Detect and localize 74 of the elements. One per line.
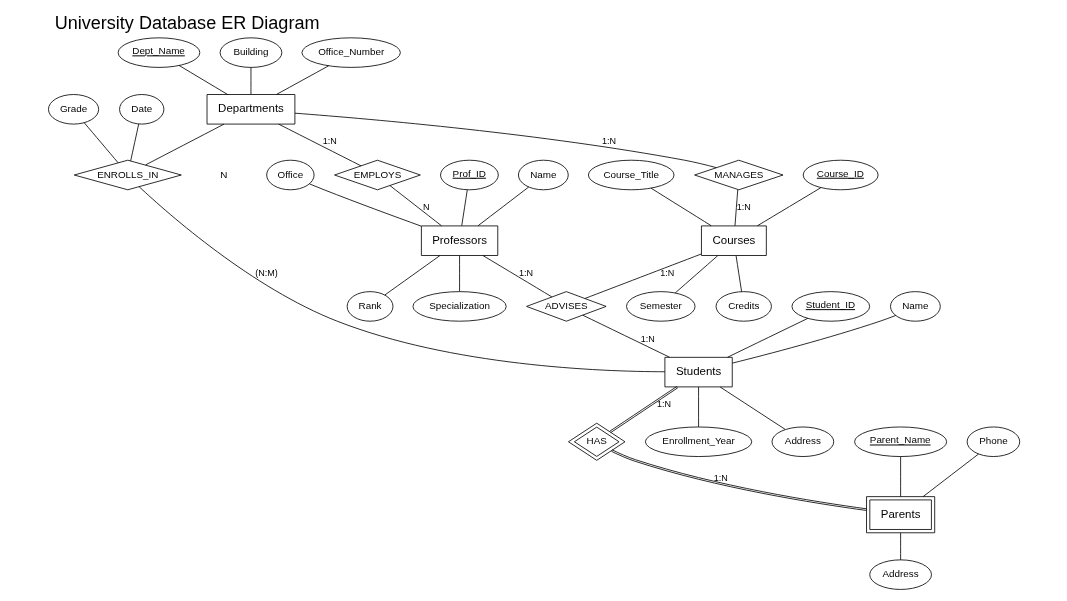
connector	[275, 65, 329, 95]
connector	[250, 67, 251, 95]
connector	[129, 123, 139, 162]
connector	[899, 532, 901, 561]
node-ellipse: Office_Number	[301, 37, 401, 68]
connector	[608, 385, 678, 433]
node-ellipse: Credits	[715, 291, 772, 322]
node-box: Students	[664, 356, 733, 388]
edge-label: N	[422, 202, 430, 213]
node-ellipse: Address	[771, 426, 834, 457]
node-ellipse: Rank	[346, 291, 393, 322]
connector	[477, 186, 529, 227]
connector	[726, 317, 808, 358]
node-ellipse: Student_ID	[791, 291, 870, 322]
node-ellipse: Address	[868, 559, 932, 590]
node-ellipse: Course_Title	[587, 159, 674, 191]
node-ellipse: Enrollment_Year	[644, 426, 752, 457]
connector	[756, 187, 821, 227]
edge-label: (N:M)	[254, 267, 278, 278]
connector	[922, 453, 979, 497]
edge-label: 1:N	[601, 136, 616, 147]
node-ellipse: Course_ID	[802, 159, 879, 191]
node-diamond: ADVISES	[525, 291, 607, 322]
connector	[460, 189, 468, 227]
label: N	[219, 168, 227, 180]
node-diamond: HAS	[567, 422, 625, 461]
edge-label: 1:N	[713, 472, 728, 483]
connector	[482, 255, 552, 298]
node-ellipse: Specialization	[412, 291, 507, 322]
connector	[731, 315, 896, 364]
connector	[650, 187, 712, 227]
connector	[674, 255, 718, 294]
connector	[144, 123, 224, 166]
edge-label: 1:N	[656, 399, 671, 410]
node-ellipse: Building	[219, 37, 282, 68]
node-diamond: ENROLLS_IN	[73, 159, 182, 191]
node-box: Courses	[700, 225, 767, 256]
node-ellipse: Name	[889, 291, 941, 322]
edge-label: 1:N	[640, 333, 655, 344]
connector	[719, 386, 785, 430]
edge-label: 1:N	[322, 136, 337, 147]
edge-label: 1:N	[518, 267, 533, 278]
connector	[584, 253, 702, 299]
diagram-title: University Database ER Diagram	[54, 13, 319, 34]
connector	[83, 122, 119, 164]
connector	[697, 386, 699, 428]
node-ellipse: Prof_ID	[439, 159, 499, 191]
connector	[610, 449, 867, 511]
node-box: Departments	[206, 94, 295, 125]
connector	[458, 255, 460, 292]
node-ellipse: Date	[118, 94, 164, 125]
connector	[899, 456, 901, 497]
connector	[277, 123, 361, 167]
node-ellipse: Office	[265, 159, 314, 191]
connector	[389, 185, 442, 227]
node-ellipse: Parent_Name	[853, 426, 947, 457]
node-ellipse: Name	[517, 159, 569, 191]
connector	[138, 186, 665, 373]
node-ellipse: Semester	[625, 291, 695, 322]
connector	[734, 189, 738, 227]
node-ellipse: Dept_Name	[117, 37, 200, 68]
edge-label: 1:N	[736, 202, 751, 213]
connector	[178, 65, 228, 95]
node-diamond: EMPLOYS	[333, 159, 421, 191]
edge-label: 1:N	[659, 267, 674, 278]
node-box: Professors	[420, 225, 498, 256]
connector	[581, 314, 670, 358]
node-ellipse: Phone	[966, 426, 1020, 457]
connector	[308, 183, 422, 227]
connector	[735, 255, 742, 293]
connector	[384, 255, 440, 296]
connector	[294, 112, 717, 169]
node-diamond: MANAGES	[693, 159, 783, 191]
node-ellipse: Grade	[47, 94, 99, 125]
